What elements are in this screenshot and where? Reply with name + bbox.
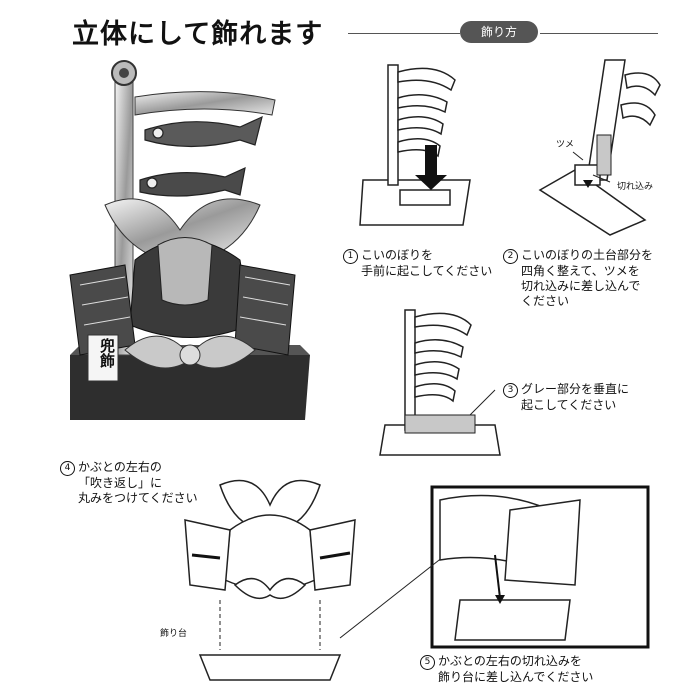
- step-text: 飾り台に差し込んでください: [438, 670, 594, 684]
- step4-illustration: [184, 479, 356, 681]
- step-number: 3: [503, 383, 518, 398]
- step1-illustration: [359, 64, 471, 226]
- step-text: こいのぼりを: [361, 248, 434, 262]
- kabuto-tag-label: 兜飾: [98, 338, 116, 368]
- step-text: ください: [521, 294, 570, 308]
- page-title: 立体にして飾れます: [72, 19, 324, 50]
- header-rule-right: [540, 33, 658, 34]
- step-number: 1: [343, 249, 358, 264]
- step-text: 切れ込みに差し込んで: [521, 279, 641, 293]
- step-text: 「吹き返し」に: [78, 476, 163, 490]
- step5-illustration: [339, 485, 650, 649]
- step-number: 5: [420, 655, 435, 670]
- howto-label: 飾り方: [460, 21, 538, 43]
- step2-illustration: [538, 59, 661, 236]
- step-text: こいのぼりの土台部分を: [521, 248, 654, 262]
- step-text: かぶとの左右の切れ込みを: [438, 654, 582, 668]
- kirekomi-label: 切れ込み: [617, 182, 654, 192]
- step-text: 手前に起こしてください: [361, 264, 493, 278]
- step-text: グレー部分を垂直に: [521, 382, 630, 396]
- step-number: 4: [60, 461, 75, 476]
- kabuto-product-photo: [69, 60, 310, 420]
- kazaridai-label: 飾り台: [160, 629, 188, 639]
- step-text: かぶとの左右の: [78, 460, 162, 474]
- tsume-label: ツメ: [556, 140, 575, 150]
- step-text: 丸みをつけてください: [78, 491, 198, 505]
- step-text: 四角く整えて、ツメを: [521, 264, 640, 278]
- header-rule-left: [348, 33, 460, 34]
- step-number: 2: [503, 249, 518, 264]
- step3-illustration: [379, 309, 501, 456]
- step-text: 起こしてください: [521, 398, 617, 412]
